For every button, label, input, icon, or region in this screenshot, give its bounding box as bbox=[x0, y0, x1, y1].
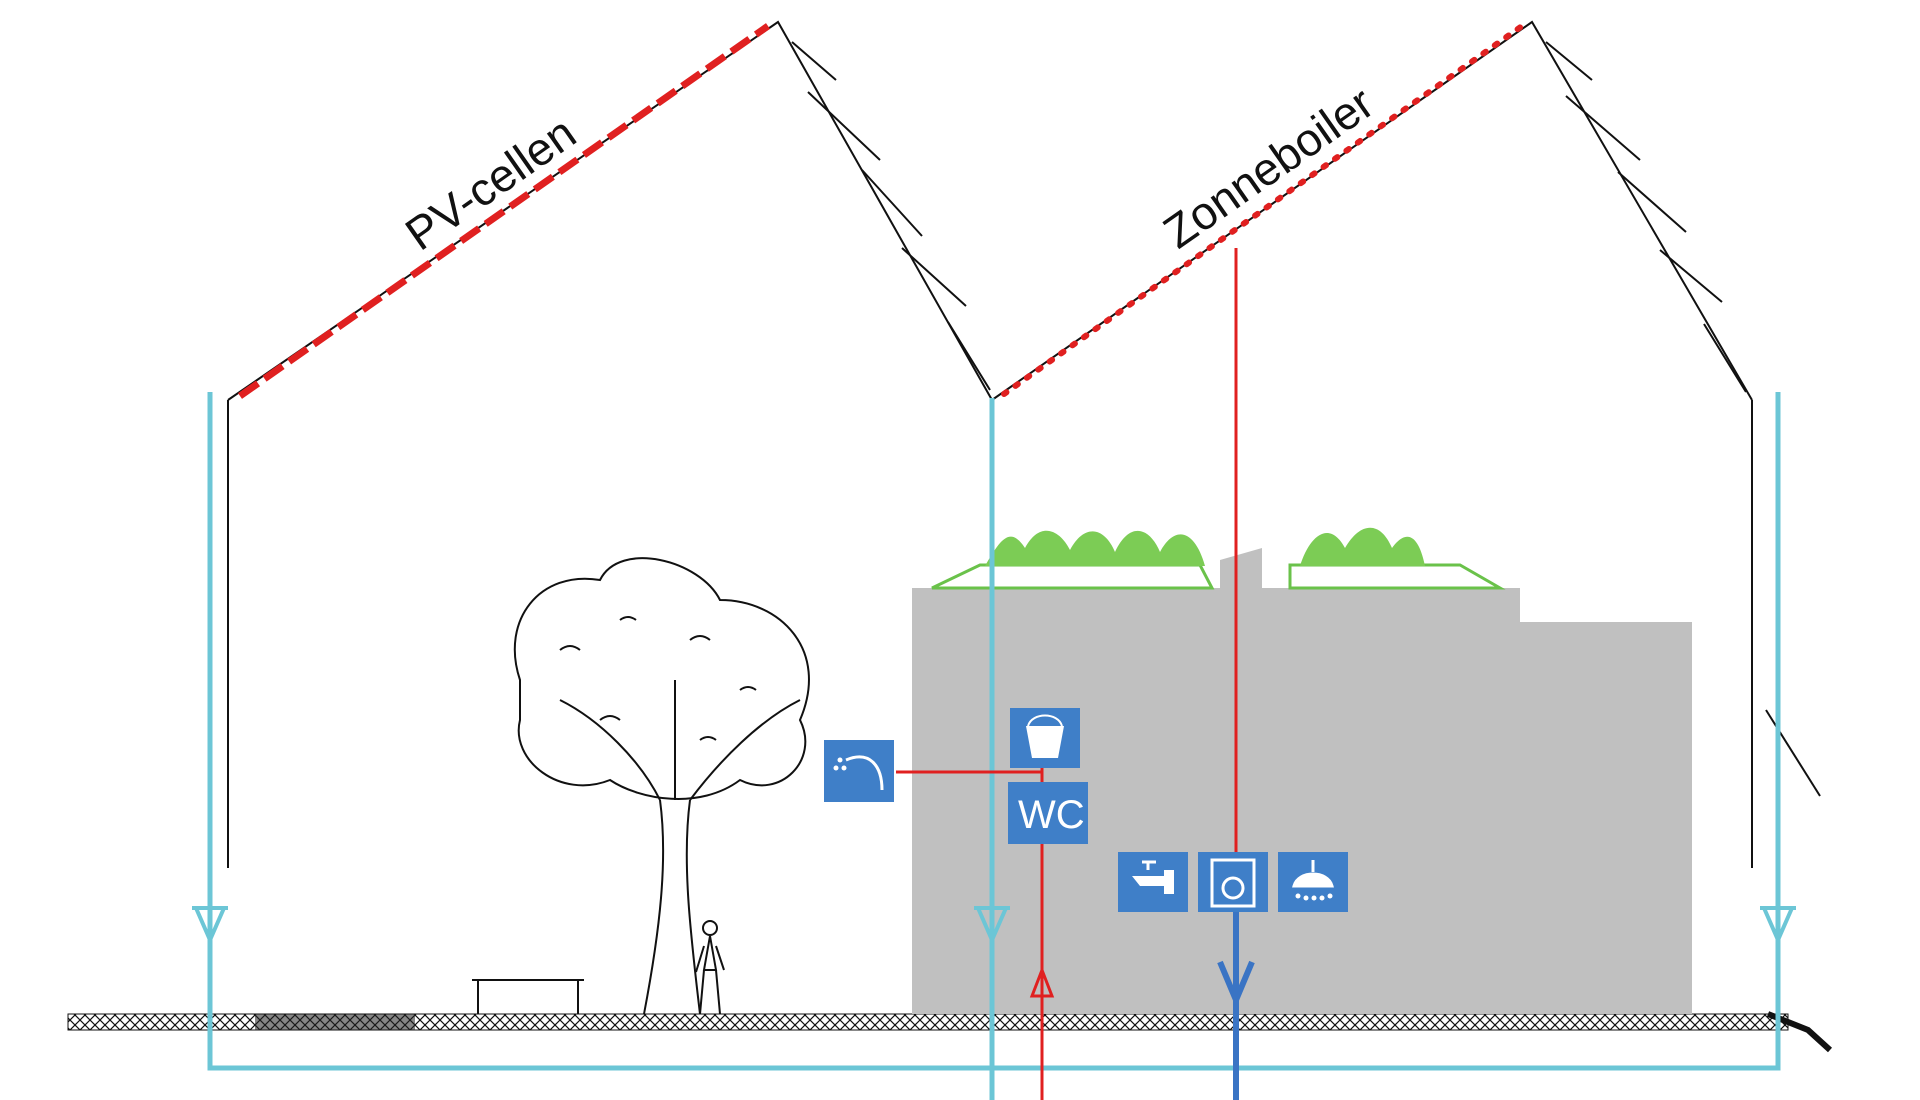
rainwater-arrows bbox=[192, 906, 1796, 945]
solar-boiler-label: Zonneboiler bbox=[1154, 76, 1383, 258]
ground bbox=[67, 1011, 1833, 1053]
shower-icon bbox=[1278, 852, 1348, 912]
tap-icon bbox=[1118, 852, 1188, 912]
hot-water-lines bbox=[896, 248, 1238, 1100]
person bbox=[695, 920, 725, 1015]
bucket-icon bbox=[1010, 708, 1080, 768]
pv-cells-label: PV-cellen bbox=[396, 106, 585, 260]
wc-label: WC bbox=[1018, 793, 1085, 837]
bench bbox=[472, 979, 584, 1014]
building bbox=[912, 527, 1692, 1014]
solar-boiler-strip bbox=[1001, 23, 1525, 397]
tree bbox=[513, 557, 810, 1015]
garden-hose-icon bbox=[824, 740, 894, 802]
wc-icon: WC bbox=[1008, 782, 1088, 844]
washing-machine-icon bbox=[1198, 852, 1268, 912]
pv-cells-strip bbox=[237, 23, 771, 399]
rainwater-pipes bbox=[207, 392, 1781, 1100]
